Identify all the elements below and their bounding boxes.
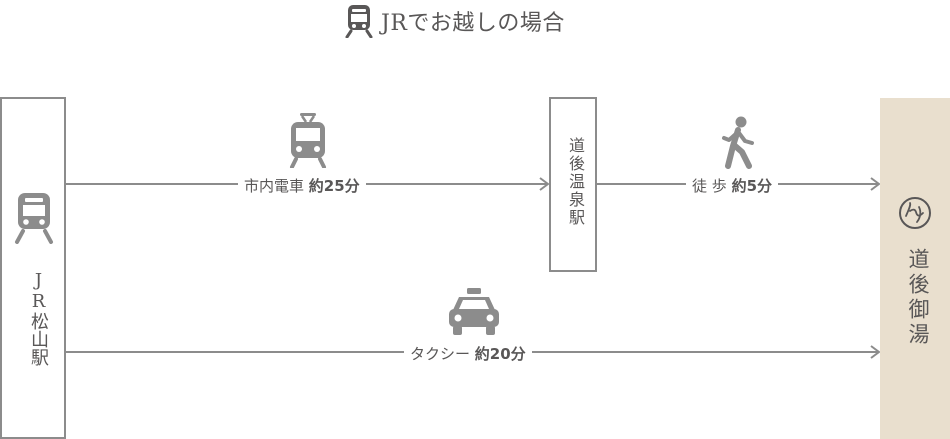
tram-route-arrow bbox=[539, 177, 550, 191]
dogo-onsen-station-label: 道後温泉駅 bbox=[566, 137, 585, 227]
tram-time-text: 約25分 bbox=[308, 177, 360, 195]
walking-person-icon bbox=[722, 116, 754, 169]
tram-route-label: 市内電車 約25分 bbox=[238, 175, 366, 196]
destination-label: 道後御湯 bbox=[906, 248, 930, 348]
taxi-icon bbox=[449, 288, 499, 335]
jr-matsuyama-station-label: JR松山駅 bbox=[28, 270, 49, 366]
walk-time-text: 約5分 bbox=[731, 177, 772, 195]
walk-route-arrow bbox=[870, 177, 881, 191]
tram-icon bbox=[290, 113, 326, 168]
taxi-route-arrow bbox=[870, 345, 881, 359]
title-text: JRでお越しの場合 bbox=[381, 11, 565, 36]
walk-route-label: 徒 歩 約5分 bbox=[686, 175, 778, 196]
taxi-route-label: タクシー 約20分 bbox=[404, 343, 532, 364]
walk-mode-text: 徒 歩 bbox=[692, 177, 727, 195]
hotel-logo-icon bbox=[899, 197, 931, 229]
jr-matsuyama-station-box bbox=[0, 97, 66, 439]
page-title: JRでお越しの場合 bbox=[0, 4, 910, 38]
dogo-onsen-station-box bbox=[549, 97, 597, 272]
destination-panel bbox=[880, 98, 950, 439]
train-icon bbox=[345, 5, 373, 38]
taxi-mode-text: タクシー bbox=[410, 345, 471, 363]
tram-mode-text: 市内電車 bbox=[244, 177, 305, 195]
train-icon bbox=[15, 193, 53, 244]
taxi-time-text: 約20分 bbox=[474, 345, 526, 363]
